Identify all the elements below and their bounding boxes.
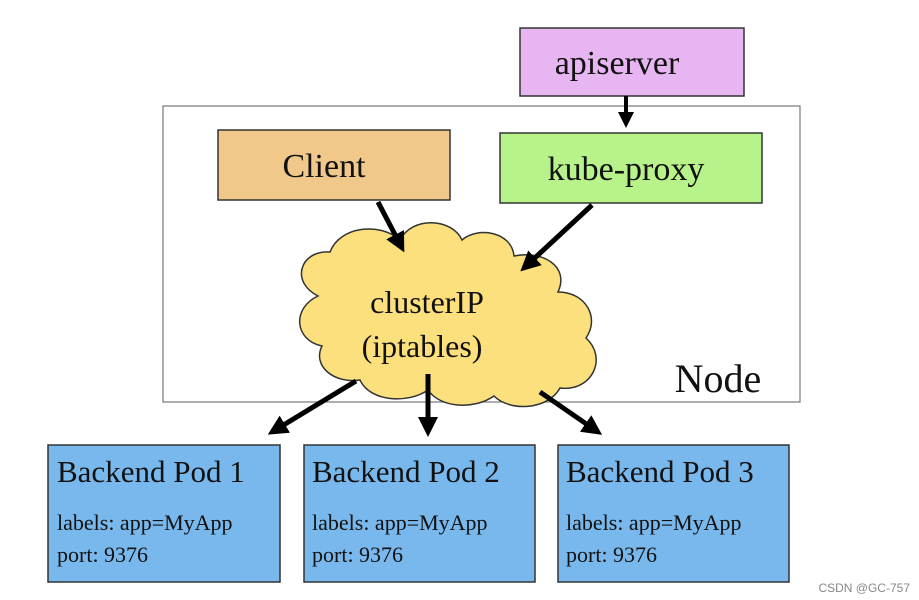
- backend-pod-2-box: [303, 444, 536, 583]
- kube-proxy-label: kube-proxy: [548, 151, 705, 188]
- client-label: Client: [282, 148, 366, 185]
- arrow-cluster-ip-to-pod-3: [538, 389, 603, 435]
- node-label: Node: [675, 356, 762, 401]
- backend-pod-2-labels: labels: app=MyApp: [312, 510, 488, 535]
- backend-pod-1-labels: labels: app=MyApp: [57, 510, 233, 535]
- backend-pod-1-title: Backend Pod 1: [57, 454, 245, 489]
- backend-pod-1-port: port: 9376: [57, 542, 148, 567]
- client-box: [217, 129, 451, 201]
- backend-pod-3-box: [557, 444, 790, 583]
- arrow-kube-proxy-to-cluster-ip: [520, 203, 594, 272]
- backend-pod-3-labels: labels: app=MyApp: [566, 510, 742, 535]
- apiserver-box: [519, 27, 745, 97]
- arrow-cluster-ip-to-pod-1: [267, 378, 358, 435]
- backend-pod-2-title: Backend Pod 2: [312, 454, 500, 489]
- watermark: CSDN @GC-757: [818, 581, 910, 595]
- apiserver-label: apiserver: [555, 45, 680, 82]
- cluster-ip-line2: (iptables): [362, 328, 483, 364]
- arrow-client-to-cluster-ip: [375, 200, 405, 253]
- backend-pod-3-port: port: 9376: [566, 542, 657, 567]
- backend-pod-3-title: Backend Pod 3: [566, 454, 754, 489]
- kube-proxy-box: [499, 132, 763, 204]
- cluster-ip-line1: clusterIP: [370, 284, 484, 320]
- backend-pod-1-box: [47, 444, 281, 583]
- backend-pod-2-port: port: 9376: [312, 542, 403, 567]
